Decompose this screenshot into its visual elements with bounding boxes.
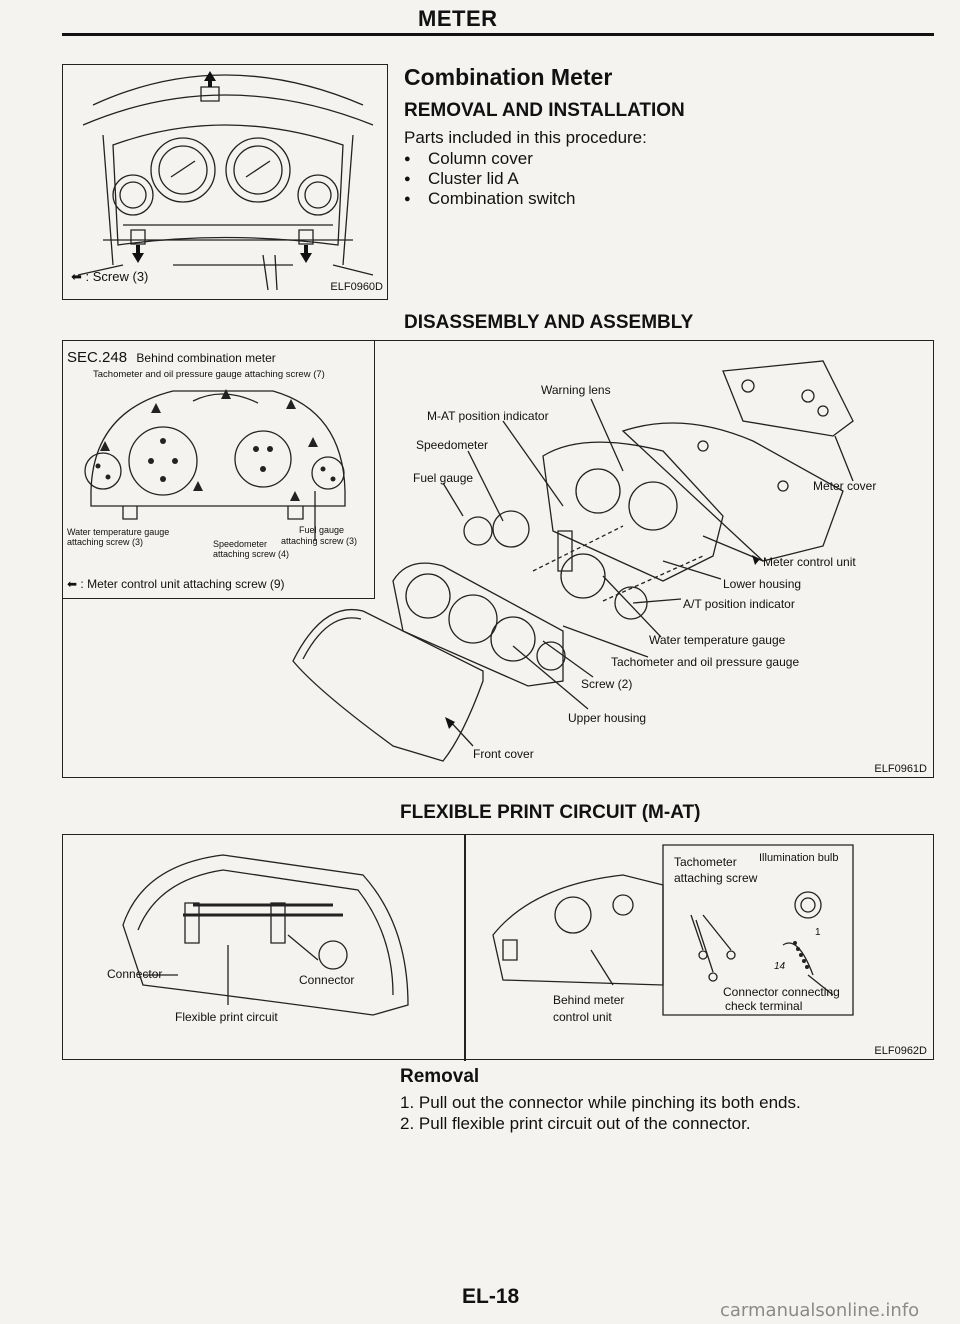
inset-title: Behind combination meter — [136, 351, 276, 365]
removal-installation-heading: REMOVAL AND INSTALLATION — [404, 100, 685, 121]
label-meter-control-unit: Meter control unit — [763, 555, 856, 569]
speedo-screw-label-2: attaching screw (4) — [213, 549, 290, 559]
fpc-illumination-label: Illumination bulb — [759, 852, 839, 864]
label-warning-lens: Warning lens — [541, 383, 611, 397]
header-rule — [62, 33, 934, 36]
fpc-tach-label-1: Tachometer — [674, 855, 737, 869]
fpc-pin-1: 1 — [815, 927, 821, 938]
list-item: 1. Pull out the connector while pinching… — [400, 1093, 801, 1112]
fpc-drawing — [63, 835, 935, 1061]
screw-arrow-icon: ⬅ — [71, 269, 82, 284]
water-screw-label-2: attaching screw (3) — [67, 537, 144, 547]
label-water-temp: Water temperature gauge — [649, 633, 786, 647]
inset-behind-meter: SEC.248 Behind combination meter Tachome… — [63, 341, 375, 599]
list-item: Cluster lid A — [400, 169, 575, 189]
label-tachometer: Tachometer and oil pressure gauge — [611, 655, 800, 669]
watermark: carmanualsonline.info — [720, 1300, 920, 1321]
water-screw-label-1: Water temperature gauge — [67, 527, 170, 537]
fuel-screw-label-1: Fuel gauge — [299, 525, 345, 535]
section-title-combination-meter: Combination Meter — [404, 64, 613, 90]
fig1-legend: : Screw (3) — [85, 269, 149, 284]
label-screw: Screw (2) — [581, 677, 633, 691]
label-at-indicator: A/T position indicator — [683, 597, 795, 611]
figure-instrument-panel: ⬅ : Screw (3) ELF0960D — [62, 64, 388, 300]
list-item: 2. Pull flexible print circuit out of th… — [400, 1114, 751, 1133]
inset-legend: : Meter control unit attaching screw (9) — [80, 577, 285, 591]
meter-screw-arrow-icon: ⬅ — [67, 577, 78, 591]
exploded-view-drawing — [63, 341, 935, 779]
label-upper-housing: Upper housing — [568, 711, 647, 725]
fpc-heading: FLEXIBLE PRINT CIRCUIT (M-AT) — [400, 802, 701, 823]
label-fuel-gauge: Fuel gauge — [413, 471, 474, 485]
label-meter-cover: Meter cover — [813, 479, 877, 493]
list-item: Combination switch — [400, 189, 575, 209]
fig2-code: ELF0961D — [874, 763, 927, 775]
fpc-connector-left: Connector — [107, 967, 163, 981]
fpc-check-label-2: check terminal — [725, 999, 803, 1013]
figure-fpc: Connector Connector Flexible print circu… — [62, 834, 935, 1061]
fpc-flexible-label: Flexible print circuit — [175, 1010, 278, 1024]
tach-screw-label: Tachometer and oil pressure gauge attach… — [93, 369, 325, 380]
instrument-panel-drawing — [63, 71, 389, 301]
removal-steps: 1. Pull out the connector while pinching… — [400, 1092, 801, 1134]
fpc-connector-right: Connector — [299, 973, 355, 987]
fpc-tach-label-2: attaching screw — [674, 871, 758, 885]
parts-list: Column cover Cluster lid A Combination s… — [400, 149, 575, 209]
label-lower-housing: Lower housing — [723, 577, 802, 591]
fpc-behind-label-1: Behind meter — [553, 993, 625, 1007]
fpc-pin-14: 14 — [774, 961, 786, 972]
label-speedometer: Speedometer — [416, 438, 489, 452]
fpc-divider — [464, 835, 466, 1061]
figure-disassembly: SEC.248 Behind combination meter Tachome… — [62, 340, 934, 778]
page-title: METER — [418, 6, 498, 31]
sec-number: SEC.248 — [67, 349, 128, 366]
inset-drawing — [63, 389, 375, 599]
fig1-code: ELF0960D — [330, 281, 383, 293]
disassembly-heading: DISASSEMBLY AND ASSEMBLY — [404, 312, 694, 333]
fuel-screw-label-2: attaching screw (3) — [281, 536, 358, 546]
speedo-screw-label-1: Speedometer — [213, 539, 268, 549]
label-mat-indicator: M-AT position indicator — [427, 409, 549, 423]
list-item: Column cover — [400, 149, 575, 169]
label-front-cover: Front cover — [473, 747, 534, 761]
fig3-code: ELF0962D — [874, 1045, 927, 1057]
removal-heading: Removal — [400, 1066, 480, 1087]
fpc-behind-label-2: control unit — [553, 1010, 612, 1024]
fpc-check-label-1: Connector connecting — [723, 985, 840, 999]
parts-intro: Parts included in this procedure: — [404, 128, 647, 147]
page-number: EL-18 — [462, 1285, 520, 1308]
